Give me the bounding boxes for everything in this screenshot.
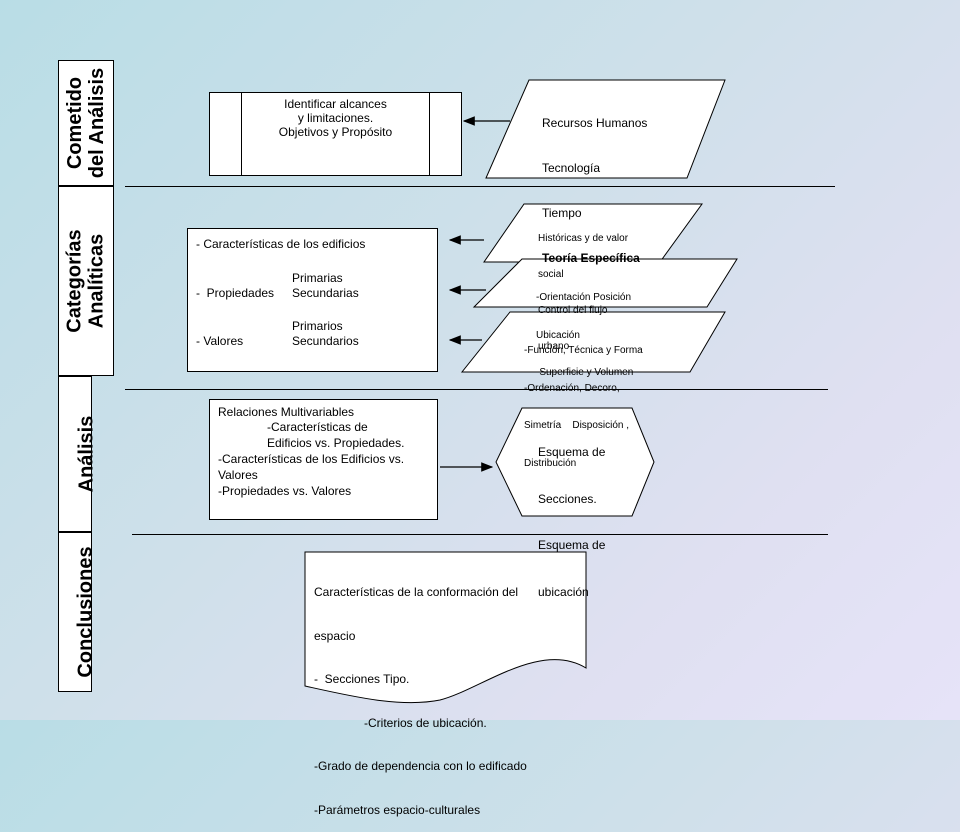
input-text-funcion: -Función, Técnica y Forma -Ordenación, D… <box>524 345 643 469</box>
separator-line <box>132 534 828 535</box>
analysis-line: Valores <box>218 468 258 482</box>
process-box-divider <box>429 93 430 175</box>
input-parallelogram-funcion <box>460 311 726 373</box>
input-text-historicas: Históricas y de valor social Control del… <box>538 233 629 352</box>
process-box-divider <box>241 93 242 175</box>
label-secundarias: Secundarias <box>292 286 359 300</box>
analysis-line: -Características de <box>267 420 368 434</box>
label-primarias: Primarias <box>292 271 343 285</box>
section-strip-conclusiones <box>58 532 92 692</box>
analysis-line: Edificios vs. Propiedades. <box>267 436 405 450</box>
categories-title: - Características de los edificios <box>196 237 366 251</box>
input-parallelogram-orientacion <box>472 258 738 308</box>
analysis-line: -Propiedades vs. Valores <box>218 484 352 498</box>
process-box-objetivos: Identificar alcances y limitaciones. Obj… <box>209 92 462 176</box>
section-strip-analisis <box>58 376 92 532</box>
analysis-line: -Características de los Edificios vs. <box>218 452 405 466</box>
analysis-line: Relaciones Multivariables <box>218 405 355 419</box>
label-valores: - Valores <box>196 334 244 348</box>
process-box-text: Identificar alcances y limitaciones. Obj… <box>278 97 393 139</box>
label-propiedades: - Propiedades <box>196 286 275 300</box>
document-shape <box>304 551 587 704</box>
label-secundarios: Secundarios <box>292 334 359 348</box>
output-hexagon <box>495 407 655 517</box>
section-strip-categorias <box>58 186 114 376</box>
separator-line <box>125 389 828 390</box>
separator-line <box>125 186 835 187</box>
diagram-shapes <box>304 79 738 704</box>
input-parallelogram-resources <box>485 79 726 179</box>
input-text-resources: Recursos Humanos Tecnología Tiempo Teorí… <box>542 116 648 265</box>
analysis-box: Relaciones Multivariables -Característic… <box>209 399 438 520</box>
label-primarios: Primarios <box>292 319 343 333</box>
document-text: Características de la conformación del e… <box>314 585 527 817</box>
section-strip-cometido <box>58 60 114 186</box>
categories-box: - Características de los edificios Prima… <box>187 228 438 372</box>
input-text-orientacion: -Orientación Posición Ubicación -Superfi… <box>536 292 634 378</box>
output-text-esquema: Esquema de Secciones. Esquema de ubicaci… <box>538 445 606 599</box>
